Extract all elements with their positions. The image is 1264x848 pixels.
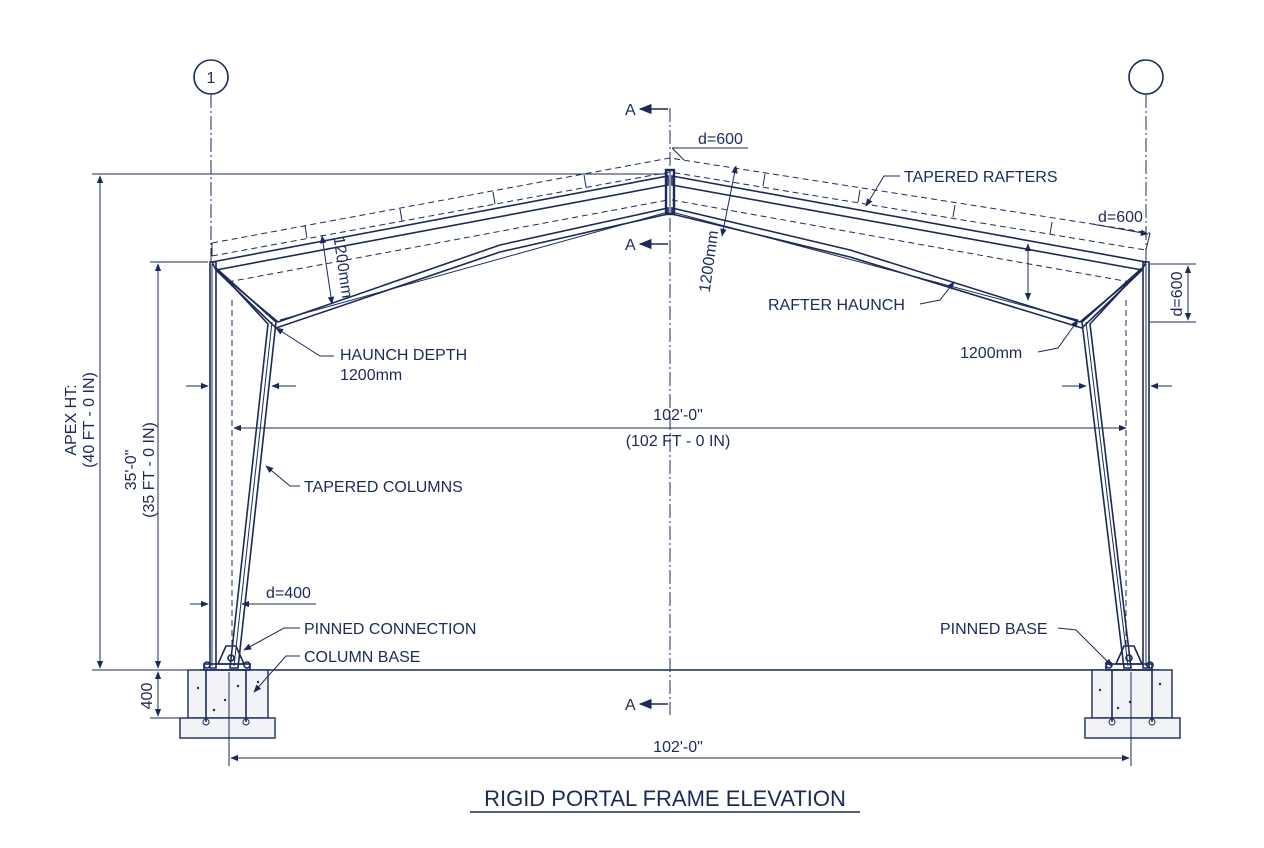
callout-column-base: COLUMN BASE [253, 649, 420, 693]
span-dim: 102'-0" [653, 407, 703, 424]
dimension-eave-height: 35'-0" (35 FT - 0 IN) [123, 261, 208, 669]
dimension-left-column-base: d=400 [190, 585, 316, 608]
section-mark-top: A [625, 102, 668, 119]
dimension-span-bottom: 102'-0" [228, 672, 1132, 766]
grid-bubble-left: 1 [193, 59, 229, 95]
svg-text:A: A [625, 697, 636, 714]
drawing-title-text: RIGID PORTAL FRAME ELEVATION [484, 786, 846, 811]
callout-tapered-rafters: TAPERED RAFTERS [865, 169, 1058, 207]
callout-pinned-connection: PINNED CONNECTION [243, 621, 476, 651]
svg-text:COLUMN BASE: COLUMN BASE [304, 649, 420, 666]
dimension-ridge-depth: d=600 [671, 131, 748, 161]
grid-label-left: 1 [207, 70, 216, 87]
right-footing [1084, 669, 1181, 739]
callout-pinned-base: PINNED BASE [940, 621, 1113, 667]
span-value: (102 FT - 0 IN) [626, 433, 731, 450]
dimension-ridge-haunch: 1200mm [697, 165, 738, 293]
haunch-ridge-dim: 1200mm [697, 229, 722, 293]
d-base: d=400 [266, 585, 311, 602]
left-footing [179, 669, 276, 739]
eave-ht: 35'-0" [123, 450, 140, 491]
svg-text:A: A [625, 102, 636, 119]
apex-ht-label: APEX HT: [63, 384, 80, 455]
footing-dim: 400 [139, 683, 156, 710]
grid-bubble-right [1128, 59, 1164, 95]
dimension-footing: 400 [139, 671, 186, 719]
svg-text:HAUNCH DEPTH: HAUNCH DEPTH [340, 347, 467, 364]
drawing-title: RIGID PORTAL FRAME ELEVATION [470, 786, 860, 813]
d-eave-right: d=600 [1169, 271, 1186, 316]
section-mark-bottom: A [625, 697, 668, 714]
callout-rafter-haunch: RAFTER HAUNCH [768, 281, 955, 314]
svg-text:A: A [625, 237, 636, 254]
apex-ht-value: (40 FT - 0 IN) [81, 372, 98, 468]
svg-text:TAPERED RAFTERS: TAPERED RAFTERS [904, 169, 1058, 186]
svg-text:PINNED BASE: PINNED BASE [940, 621, 1048, 638]
left-pinned-connection [203, 645, 251, 671]
left-column [209, 261, 277, 669]
dimension-right-eave-depth: d=600 [1150, 263, 1196, 323]
svg-text:1200mm: 1200mm [960, 345, 1022, 362]
svg-text:1200mm: 1200mm [340, 367, 402, 384]
span-bottom-dim: 102'-0" [653, 739, 703, 756]
svg-text:PINNED CONNECTION: PINNED CONNECTION [304, 621, 476, 638]
callout-right-haunch-1200: 1200mm [960, 319, 1079, 362]
dimension-left-haunch: 1200mm [319, 235, 355, 305]
right-column [1081, 261, 1150, 669]
left-rafter [210, 175, 669, 329]
callout-tapered-columns: TAPERED COLUMNS [265, 465, 463, 496]
right-rafter [671, 175, 1148, 329]
svg-text:TAPERED COLUMNS: TAPERED COLUMNS [304, 479, 463, 496]
callout-haunch-depth: HAUNCH DEPTH 1200mm [275, 327, 467, 384]
svg-text:RAFTER HAUNCH: RAFTER HAUNCH [768, 297, 905, 314]
section-mark-middle: A [625, 237, 668, 254]
d-eave: d=600 [1098, 209, 1143, 226]
ridge-splice-plate [664, 168, 676, 216]
d-ridge: d=600 [698, 131, 743, 148]
eave-ht-value: (35 FT - 0 IN) [141, 422, 158, 518]
dimension-apex-height: APEX HT: (40 FT - 0 IN) [63, 173, 668, 671]
dimension-span: 102'-0" (102 FT - 0 IN) [233, 407, 1127, 450]
dimension-right-rafter-depth: d=600 [1091, 209, 1149, 236]
